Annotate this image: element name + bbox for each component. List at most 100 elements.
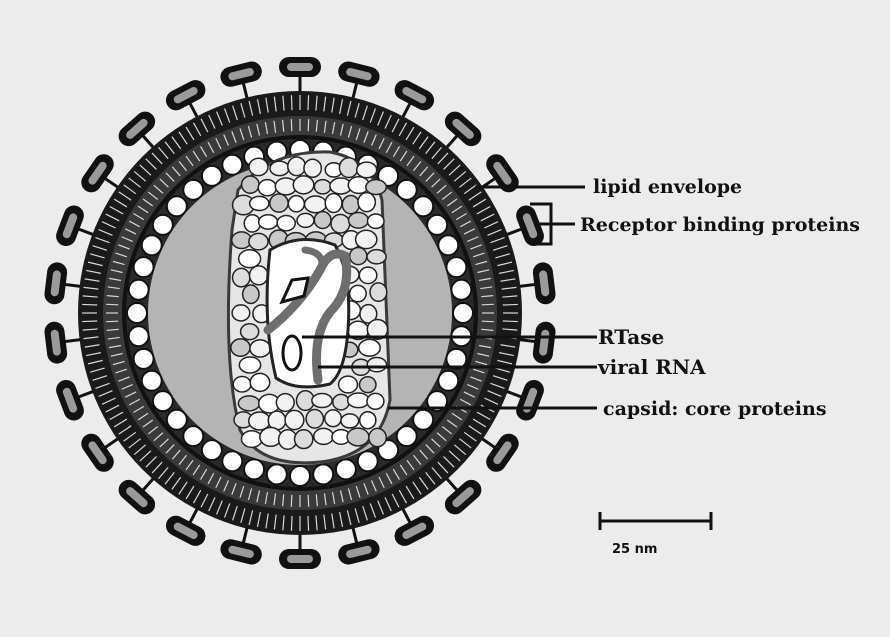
core-protein-cell [367, 357, 386, 371]
core-protein-cell [367, 214, 383, 228]
bead [451, 280, 471, 300]
core-protein-cell [325, 410, 342, 427]
core-protein-cell [288, 157, 306, 176]
bead [153, 215, 173, 235]
bead [222, 155, 242, 175]
bead [427, 215, 447, 235]
core-protein-cell [249, 412, 270, 430]
core-protein-cell [243, 285, 259, 303]
bead [358, 451, 378, 471]
core-protein-cell [358, 193, 375, 212]
label-viral-rna: viral RNA [597, 355, 706, 379]
core-protein-cell [350, 285, 367, 301]
label-capsid-core-proteins: capsid: core proteins [603, 398, 827, 420]
bead [183, 180, 203, 200]
bead [413, 410, 433, 430]
core-cavity [267, 240, 349, 387]
core-protein-cell [239, 357, 260, 373]
core-protein-cell [233, 377, 251, 392]
core-protein-cell [242, 176, 259, 193]
core-protein-cell [241, 324, 259, 340]
core-protein-cell [331, 215, 350, 233]
bead [183, 426, 203, 446]
bead [453, 303, 473, 323]
core-protein-cell [306, 409, 323, 428]
core-protein-cell [250, 266, 268, 285]
core-protein-cell [357, 162, 377, 178]
bead [202, 166, 222, 186]
core-protein-cell [250, 196, 269, 210]
core-protein-cell [359, 267, 377, 283]
core-protein-cell [314, 428, 334, 444]
core-protein-cell [293, 176, 314, 194]
core-protein-cell [349, 213, 369, 229]
bead [127, 303, 147, 323]
core-protein-cell [305, 196, 327, 213]
core-protein-cell [288, 196, 304, 212]
bead [336, 459, 356, 479]
core-protein-cell [241, 431, 262, 448]
core-protein-cell [232, 305, 250, 321]
rtase-protein [283, 336, 301, 370]
bead [142, 235, 162, 255]
bead [267, 464, 287, 484]
bead [129, 280, 149, 300]
core-protein-cell [250, 373, 270, 391]
core-protein-cell [339, 376, 358, 393]
core-protein-cell [244, 215, 260, 232]
core-protein-cell [276, 394, 294, 412]
core-protein-cell [356, 230, 377, 248]
core-protein-cell [285, 410, 304, 429]
core-protein-cell [348, 393, 370, 408]
core-protein-cell [367, 393, 384, 409]
core-protein-cell [233, 268, 250, 286]
bead [202, 440, 222, 460]
bead [129, 326, 149, 346]
core-protein-cell [359, 377, 376, 393]
bead [142, 371, 162, 391]
core-protein-cell [259, 215, 278, 229]
bead [167, 196, 187, 216]
core-protein-cell [249, 158, 268, 175]
virus-particle [43, 57, 556, 569]
core-protein-cell [370, 283, 387, 301]
core-protein-cell [249, 233, 268, 250]
core-protein-cell [231, 339, 250, 356]
bead [153, 391, 173, 411]
core-protein-cell [339, 158, 358, 178]
label-rtase: RTase [598, 325, 664, 349]
core-protein-cell [258, 180, 276, 196]
core-protein-cell [369, 428, 386, 446]
bead [397, 426, 417, 446]
bead [244, 459, 264, 479]
bead [134, 349, 154, 369]
core-protein-cell [350, 248, 367, 265]
bead [313, 464, 333, 484]
label-lipid-envelope: lipid envelope [593, 176, 742, 198]
core-protein-cell [367, 250, 386, 264]
bead [413, 196, 433, 216]
core-protein-cell [250, 340, 270, 357]
core-protein-cell [238, 396, 259, 411]
bead [167, 410, 187, 430]
core-protein-cell [239, 250, 261, 268]
bead [397, 180, 417, 200]
core-protein-cell [295, 430, 313, 449]
core-protein-cell [333, 394, 349, 410]
core-protein-cell [325, 194, 342, 213]
bead [446, 257, 466, 277]
core-protein-cell [277, 215, 295, 230]
core-protein-cell [312, 393, 332, 407]
core-protein-cell [304, 159, 321, 177]
core-protein-cell [347, 428, 369, 446]
bead [290, 466, 310, 486]
core-protein-cell [314, 212, 331, 229]
bead [222, 451, 242, 471]
label-receptor-binding-proteins: Receptor binding proteins [580, 214, 860, 236]
bead [438, 371, 458, 391]
bead [438, 235, 458, 255]
bead [134, 257, 154, 277]
core-protein-cell [270, 194, 288, 212]
capsid-core [228, 152, 390, 463]
core-protein-cell [297, 213, 314, 227]
